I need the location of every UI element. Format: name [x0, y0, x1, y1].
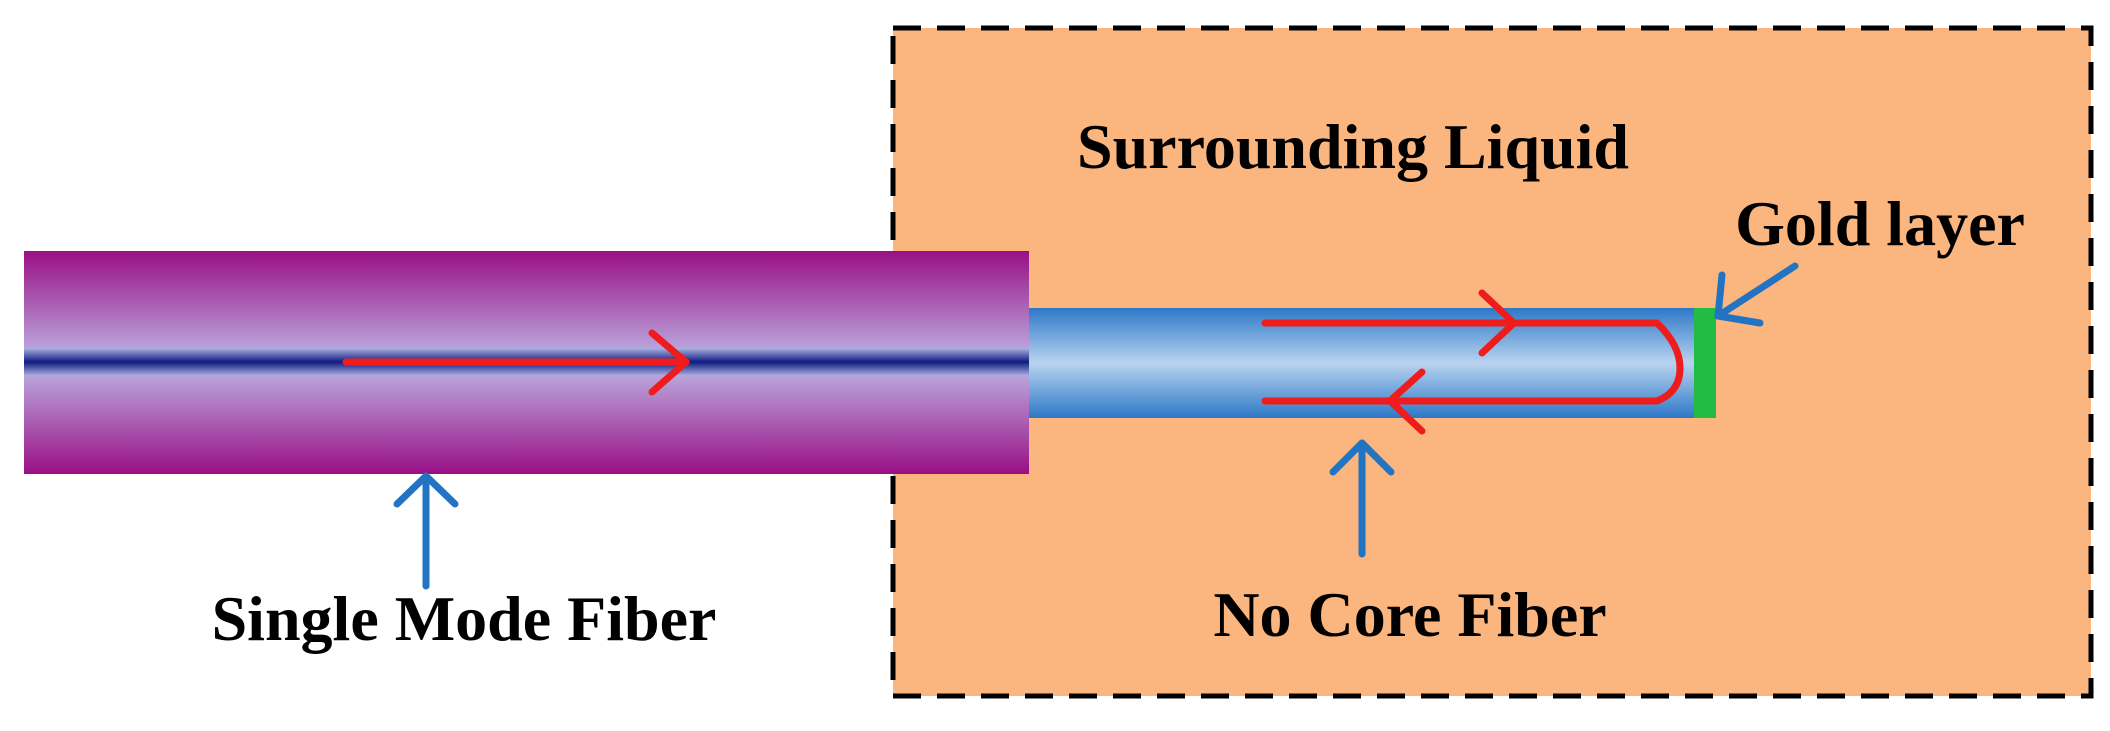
- smf-pointer-arrow: [393, 472, 459, 590]
- ncf-forward-arrowhead: [1478, 289, 1518, 357]
- gold-layer-pointer-arrow: [1714, 262, 1799, 327]
- smf-light-path-arrow: [342, 329, 690, 396]
- ncf-pointer-arrow: [1329, 439, 1395, 558]
- single-mode-fiber-label: Single Mode Fiber: [212, 583, 717, 654]
- gold-layer-label: Gold layer: [1735, 188, 2025, 259]
- ncf-light-path-reflection: [1653, 319, 1684, 405]
- surrounding-liquid-label: Surrounding Liquid: [1077, 111, 1629, 182]
- gold-layer: [1694, 308, 1716, 418]
- no-core-fiber-label: No Core Fiber: [1213, 579, 1606, 650]
- ncf-light-path: [1261, 289, 1684, 435]
- ncf-return-arrowhead: [1386, 368, 1426, 435]
